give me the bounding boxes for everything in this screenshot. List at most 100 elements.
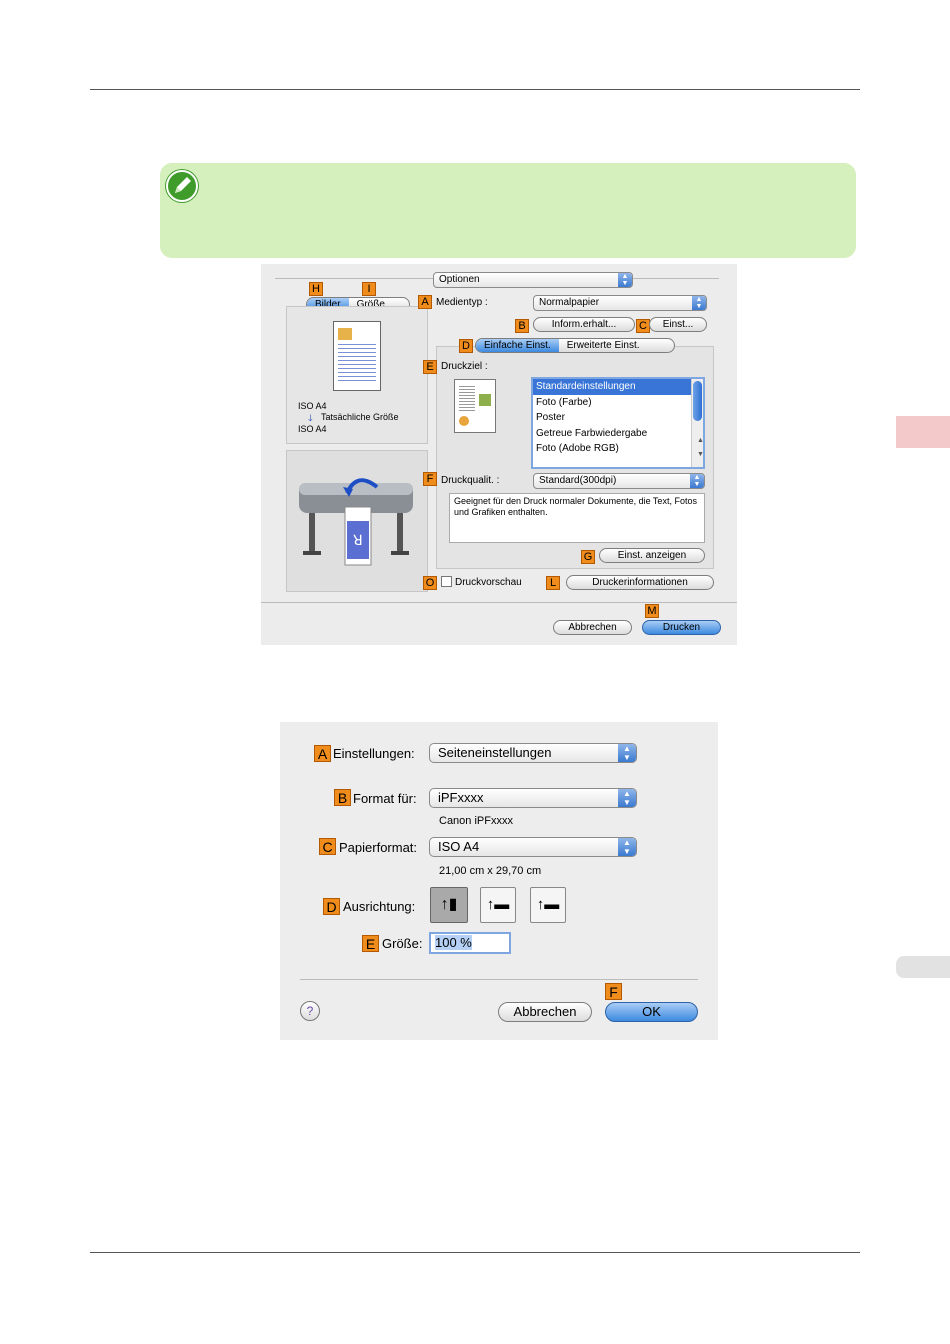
help-icon[interactable]: ?	[300, 1001, 320, 1021]
papier-label: Papierformat:	[339, 840, 418, 855]
updown-arrow-icon: ▲▼	[618, 838, 636, 856]
abbrechen-button[interactable]: Abbrechen	[498, 1002, 592, 1022]
scroll-up-icon[interactable]: ▲	[697, 437, 704, 444]
badge-e: E	[423, 360, 437, 374]
papier-value: ISO A4	[438, 839, 480, 854]
size-arrow-label: Tatsächliche Größe	[321, 412, 399, 422]
einstellungen-value: Seiteneinstellungen	[438, 745, 552, 760]
options-popup-label: Optionen	[439, 274, 480, 285]
updown-arrow-icon: ▲▼	[692, 296, 706, 310]
einst-anzeigen-button[interactable]: Einst. anzeigen	[599, 548, 705, 563]
description-box: Geeignet für den Druck normaler Dokument…	[449, 493, 705, 543]
groesse-field[interactable]: 100 %	[429, 932, 511, 954]
badge-f: F	[605, 983, 622, 1000]
printer-panel: ꓤ	[286, 450, 428, 592]
einstellungen-popup[interactable]: Seiteneinstellungen ▲▼	[429, 743, 637, 763]
tab-erweiterte[interactable]: Erweiterte Einst.	[566, 340, 640, 351]
badge-a: A	[418, 295, 432, 309]
medientyp-label: Medientyp :	[436, 297, 488, 308]
papier-sub: 21,00 cm x 29,70 cm	[439, 865, 542, 877]
scroll-thumb[interactable]	[693, 381, 702, 421]
druckqualit-popup[interactable]: Standard(300dpi) ▲▼	[533, 473, 705, 489]
thumb-text	[459, 386, 475, 412]
badge-b: B	[515, 319, 529, 333]
preview-image	[338, 328, 352, 340]
list-scrollbar[interactable]: ▲ ▼	[691, 379, 704, 467]
printer-illustration-icon: ꓤ	[299, 478, 413, 566]
badge-l: L	[546, 576, 560, 590]
format-popup[interactable]: iPFxxxx ▲▼	[429, 788, 637, 808]
badge-o: O	[423, 576, 437, 590]
thumb-flower	[459, 416, 469, 426]
orientation-landscape-icon[interactable]: ↑▬	[480, 887, 516, 923]
einst-button[interactable]: Einst...	[649, 317, 707, 332]
preview-lines	[338, 344, 376, 384]
chapter-tab-active	[896, 416, 950, 448]
badge-b: B	[334, 789, 351, 806]
drucken-button[interactable]: Drucken	[642, 620, 721, 635]
updown-arrow-icon: ▲▼	[618, 273, 632, 287]
size-from: ISO A4	[298, 401, 327, 411]
druckerinformationen-button[interactable]: Druckerinformationen	[566, 575, 714, 590]
format-value: iPFxxxx	[438, 790, 484, 805]
inform-button[interactable]: Inform.erhalt...	[533, 317, 635, 332]
druckqualit-value: Standard(300dpi)	[539, 475, 617, 486]
badge-i: I	[362, 282, 376, 296]
druckziel-list[interactable]: Standardeinstellungen Foto (Farbe) Poste…	[531, 377, 705, 469]
ausrichtung-label: Ausrichtung:	[343, 899, 416, 914]
badge-f: F	[423, 472, 437, 486]
groesse-label: Größe:	[382, 936, 423, 951]
size-to: ISO A4	[298, 424, 327, 434]
format-sub: Canon iPFxxxx	[439, 815, 513, 827]
druckvorschau-checkbox[interactable]	[441, 576, 452, 587]
badge-d: D	[323, 898, 340, 915]
badge-c: C	[636, 319, 650, 333]
pencil-icon	[166, 170, 198, 202]
down-arrow-icon: 🡓	[308, 413, 313, 423]
list-item[interactable]: Poster	[536, 412, 565, 423]
updown-arrow-icon: ▲▼	[618, 744, 636, 762]
medientyp-value: Normalpapier	[539, 297, 600, 308]
target-thumbnail	[454, 379, 496, 433]
druckqualit-label: Druckqualit. :	[441, 475, 500, 486]
abbrechen-button[interactable]: Abbrechen	[553, 620, 632, 635]
einstellungen-label: Einstellungen:	[333, 746, 415, 761]
orientation-portrait-icon[interactable]: ↑▮	[430, 887, 468, 923]
page-preview	[333, 321, 381, 391]
druckziel-label: Druckziel :	[441, 361, 488, 372]
thumb-photo	[479, 394, 491, 406]
tab-groesse[interactable]: Größe	[356, 299, 385, 310]
papier-popup[interactable]: ISO A4 ▲▼	[429, 837, 637, 857]
orientation-landscape-reverse-icon[interactable]: ↑▬	[530, 887, 566, 923]
updown-arrow-icon: ▲▼	[618, 789, 636, 807]
bottom-rule	[90, 1252, 860, 1253]
footer-separator	[300, 979, 698, 980]
scroll-down-icon[interactable]: ▼	[697, 451, 704, 458]
chapter-tab	[896, 956, 950, 978]
list-item[interactable]: Foto (Adobe RGB)	[536, 443, 619, 454]
groesse-value: 100 %	[435, 935, 472, 950]
updown-arrow-icon: ▲▼	[690, 474, 704, 488]
mode-tabs: Einfache Einst. Erweiterte Einst.	[475, 338, 675, 353]
badge-a: A	[314, 745, 331, 762]
svg-text:ꓤ: ꓤ	[353, 533, 363, 549]
ok-button[interactable]: OK	[605, 1002, 698, 1022]
footer-separator	[261, 602, 737, 603]
note-box	[160, 163, 856, 258]
badge-m: M	[645, 604, 659, 618]
badge-d: D	[459, 339, 473, 353]
list-item[interactable]: Getreue Farbwiedergabe	[536, 427, 648, 439]
medientyp-popup[interactable]: Normalpapier ▲▼	[533, 295, 707, 311]
badge-h: H	[309, 282, 323, 296]
badge-g: G	[581, 550, 595, 564]
badge-c: C	[319, 838, 336, 855]
top-rule	[90, 89, 860, 90]
list-item[interactable]: Foto (Farbe)	[536, 396, 592, 408]
page-setup-dialog: A Einstellungen: Seiteneinstellungen ▲▼ B…	[280, 722, 718, 1040]
print-dialog: Optionen▲▼ H I Bilder Größe ISO A4 🡓 Tat…	[261, 264, 737, 645]
druckvorschau-label: Druckvorschau	[455, 577, 522, 588]
format-label: Format für:	[353, 791, 417, 806]
list-item[interactable]: Standardeinstellungen	[533, 379, 703, 395]
options-popup[interactable]: Optionen ▲▼	[433, 272, 633, 288]
tab-einfache[interactable]: Einfache Einst.	[476, 339, 559, 352]
